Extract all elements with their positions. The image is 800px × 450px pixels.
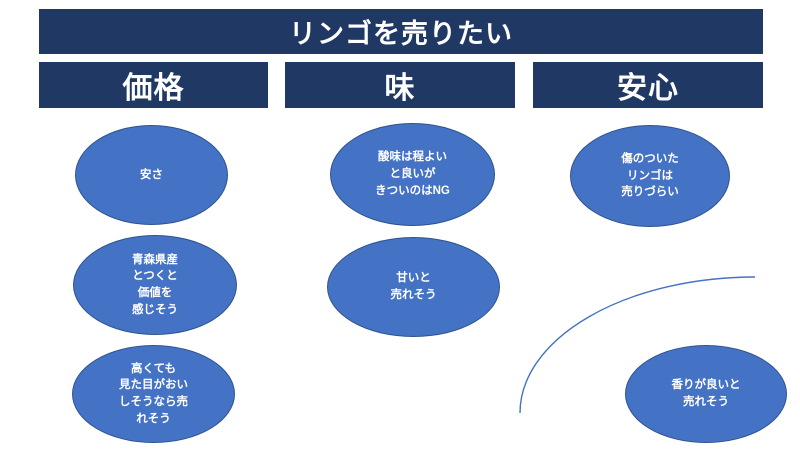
column-header-price: 価格 [39,62,268,108]
column-header-safety: 安心 [533,62,763,108]
note-taste-sweet: 甘いと 売れそう [327,237,500,337]
note-price-cheapness: 安さ [75,125,228,225]
note-safety-fragrance: 香りが良いと 売れそう [625,345,787,443]
note-taste-acidity: 酸味は程よい と良いが きついのはNG [330,123,495,226]
note-price-looks-delicious: 高くても 見た目がおい しそうなら売 れそう [72,345,235,443]
slide-title: リンゴを売りたい [289,19,513,49]
column-header-taste: 味 [285,62,515,108]
note-price-aomori-value: 青森県産 とつくと 価値を 感じそう [73,235,237,335]
title-bar: リンゴを売りたい [39,9,763,54]
note-safety-bruised: 傷のついた リンゴは 売りづらい [570,125,730,227]
